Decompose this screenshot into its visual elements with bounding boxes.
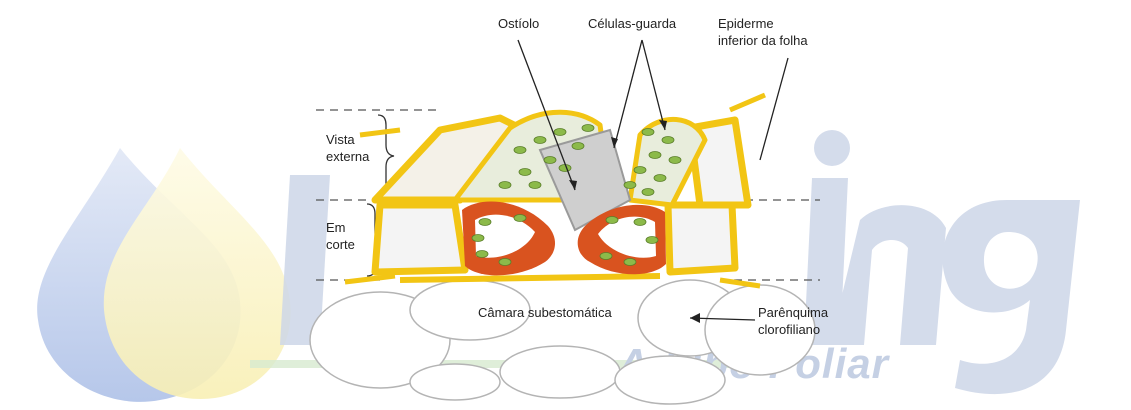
label-epiderme-line2: inferior da folha	[718, 33, 808, 49]
label-parenquima-line1: Parênquima	[758, 305, 828, 321]
label-ostiolo: Ostíolo	[498, 16, 539, 32]
label-camara: Câmara subestomática	[478, 305, 612, 321]
label-celulas-guarda: Células-guarda	[588, 16, 676, 32]
label-vista-line1: Vista	[326, 132, 355, 148]
label-vista-line2: externa	[326, 149, 369, 165]
label-parenquima-line2: clorofiliano	[758, 322, 820, 338]
label-epiderme-line1: Epiderme	[718, 16, 774, 32]
label-corte-line1: Em	[326, 220, 346, 236]
parenchyma-cells	[310, 280, 815, 404]
label-corte-line2: corte	[326, 237, 355, 253]
